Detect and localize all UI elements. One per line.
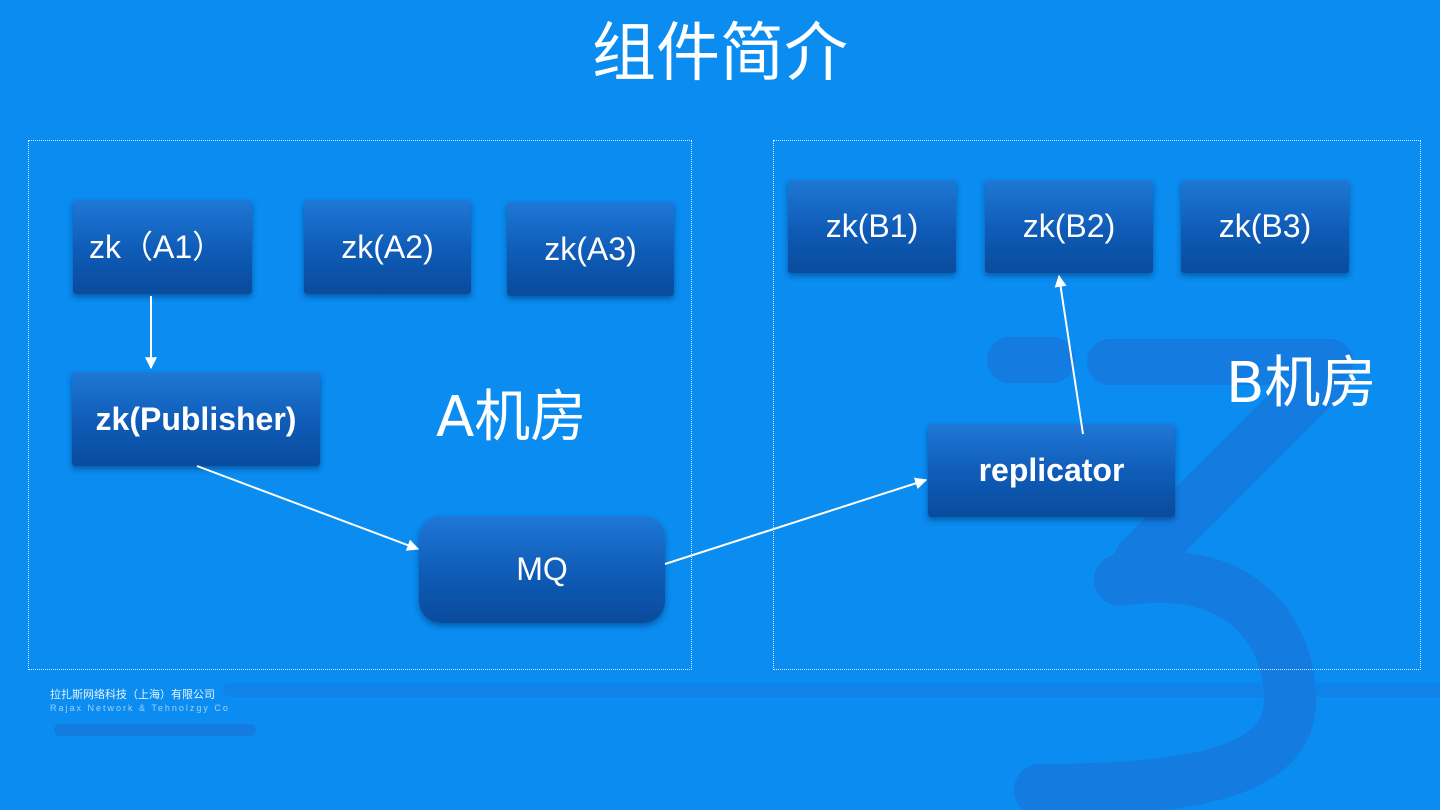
node-zk-b2[interactable]: zk(B2)	[985, 180, 1153, 273]
node-mq[interactable]: MQ	[419, 516, 665, 623]
node-zk-a3[interactable]: zk(A3)	[507, 202, 674, 296]
company-logo: 拉扎斯网络科技（上海）有限公司 Rajax Network & Tehnolzg…	[50, 688, 230, 714]
node-replicator[interactable]: replicator	[928, 424, 1175, 517]
company-name-en: Rajax Network & Tehnolzgy Co	[50, 703, 230, 713]
room-b-label: B机房	[1226, 351, 1377, 416]
company-name-cn: 拉扎斯网络科技（上海）有限公司	[50, 688, 215, 701]
room-a-boundary	[28, 140, 692, 670]
node-zk-b3[interactable]: zk(B3)	[1181, 180, 1349, 273]
room-a-label: A机房	[436, 385, 587, 450]
room-b-boundary	[773, 140, 1421, 670]
node-zk-b1[interactable]: zk(B1)	[788, 180, 956, 273]
node-zk-a2[interactable]: zk(A2)	[304, 200, 471, 294]
slide-title: 组件简介	[592, 17, 848, 91]
node-zk-publisher[interactable]: zk(Publisher)	[72, 372, 320, 466]
node-zk-a1[interactable]: zk（A1）	[73, 200, 252, 294]
